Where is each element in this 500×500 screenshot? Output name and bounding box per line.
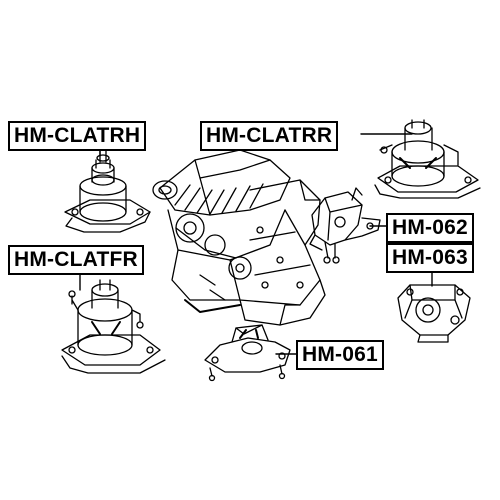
engine-illustration (152, 149, 326, 326)
label-hm-clatfr: HM-CLATFR (8, 245, 144, 275)
mount-clatrh-illustration (64, 149, 151, 233)
label-hm-063: HM-063 (386, 243, 474, 273)
label-hm-clatrh: HM-CLATRH (8, 121, 147, 151)
mount-clatrr-illustration (374, 119, 481, 199)
mount-063-illustration (397, 284, 471, 343)
mount-clatfr-illustration (61, 279, 166, 374)
label-hm-062: HM-062 (386, 213, 474, 243)
mount-061-illustration (204, 324, 291, 382)
label-hm-clatrr: HM-CLATRR (200, 121, 339, 151)
mount-062-illustration (309, 187, 381, 264)
label-hm-061: HM-061 (296, 340, 384, 370)
